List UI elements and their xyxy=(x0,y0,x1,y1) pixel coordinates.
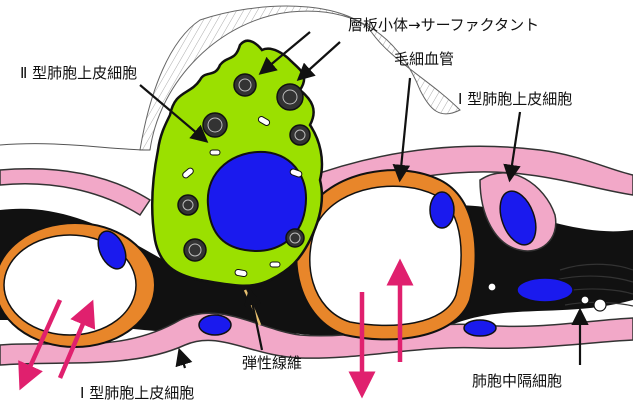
type1-nucleus-lower-left xyxy=(199,315,231,335)
label-septal-cell: 肺胞中隔細胞 xyxy=(472,374,562,389)
capillary-center-nucleus xyxy=(430,192,454,228)
lamellar-body xyxy=(277,84,303,110)
septal-cell-nucleus xyxy=(517,278,573,302)
septal-dot-3 xyxy=(581,296,589,304)
label-type1-alveolar-cell-lower: Ⅰ 型肺胞上皮細胞 xyxy=(80,386,194,401)
label-lamellar-body-surfactant: 層板小体→サーファクタント xyxy=(348,18,539,33)
label-capillary: 毛細血管 xyxy=(394,52,454,67)
arrow-lamellar-body-1 xyxy=(300,42,340,78)
septal-dot-2 xyxy=(594,299,606,311)
septal-dot-1 xyxy=(488,283,496,291)
label-type1-alveolar-cell-upper: Ⅰ 型肺胞上皮細胞 xyxy=(458,92,572,107)
type1-nucleus-lower-center xyxy=(464,320,496,336)
arrow-type1-lower xyxy=(180,352,185,368)
epithelium-band-upper xyxy=(0,169,150,215)
lamellar-body xyxy=(184,239,206,261)
lamellar-body xyxy=(178,195,198,215)
lamellar-body xyxy=(286,229,304,247)
upper-boundary-line xyxy=(0,144,150,150)
lamellar-body xyxy=(203,113,227,137)
lamellar-body xyxy=(234,74,256,96)
label-type2-alveolar-cell: Ⅱ 型肺胞上皮細胞 xyxy=(20,66,137,81)
lamellar-body xyxy=(290,125,310,145)
label-elastic-fiber: 弾性線維 xyxy=(242,356,302,371)
